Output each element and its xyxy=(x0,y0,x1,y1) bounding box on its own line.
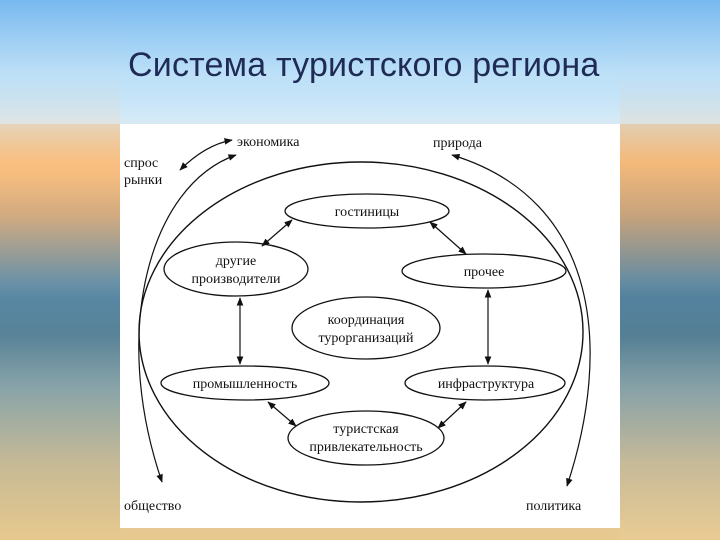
label-nature: природа xyxy=(433,136,483,151)
node-other-producers-ellipse xyxy=(163,241,309,297)
label-coordination-line1: координация xyxy=(328,313,405,328)
arrow-industry-attractiveness xyxy=(267,401,297,427)
node-hotels-ellipse xyxy=(284,193,450,229)
node-coordination-ellipse xyxy=(291,296,441,360)
arc-demand-economy xyxy=(179,138,233,171)
arrow-hotels-other xyxy=(429,221,467,255)
label-demand-line2: рынки xyxy=(124,173,163,188)
label-society: общество xyxy=(124,499,181,514)
label-demand-line1: спрос xyxy=(124,156,158,171)
node-attractiveness-ellipse xyxy=(287,410,445,466)
arc-economy-society xyxy=(138,154,237,483)
label-infrastructure: инфраструктура xyxy=(438,377,535,392)
label-economy: экономика xyxy=(237,135,300,150)
arrow-hotels-producers xyxy=(261,219,293,247)
node-industry-ellipse xyxy=(160,365,330,401)
label-industry: промышленность xyxy=(193,377,298,392)
label-other-producers-line2: производители xyxy=(191,272,281,287)
label-politics: политика xyxy=(526,499,582,514)
label-hotels: гостиницы xyxy=(335,205,400,220)
label-other: прочее xyxy=(464,265,505,280)
arc-nature-politics xyxy=(451,153,591,487)
label-attractiveness-line1: туристская xyxy=(333,422,399,437)
label-attractiveness-line2: привлекательность xyxy=(309,440,422,455)
slide-title: Система туристского региона xyxy=(128,46,600,84)
arrow-infrastructure-attractiveness xyxy=(437,401,467,429)
node-other-ellipse xyxy=(401,253,567,289)
node-infrastructure-ellipse xyxy=(404,365,566,401)
label-other-producers-line1: другие xyxy=(216,254,256,269)
title-band xyxy=(0,0,720,124)
label-coordination-line2: турорганизаций xyxy=(318,331,414,346)
